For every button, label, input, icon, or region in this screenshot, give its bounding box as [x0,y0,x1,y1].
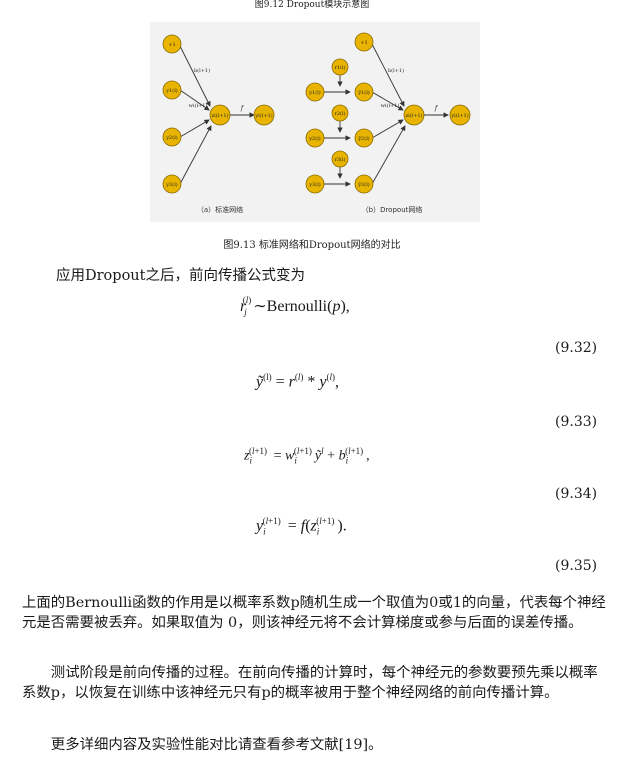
node-label: y2(l) [308,135,321,142]
figure-9-13-caption: 图9.13 标准网络和Dropout网络的对比 [223,240,401,251]
masked-node-b1 [354,82,374,102]
output-node-a [253,104,275,126]
equation-9-35: yi(l+1) = f(zi(l+1)). [256,516,347,537]
intro-sentence: 应用Dropout之后，前向传播公式变为 [56,268,305,284]
equation-number: (9.35) [555,558,598,574]
equation-number: (9.32) [555,340,598,356]
node-label: zi(l+1) [405,112,422,119]
weight-label: wi(l+1) [189,102,208,109]
masked-node-b2 [354,128,374,148]
paragraph-reference: 更多详细内容及实验性能对比请查看参考文献[19]。 [50,737,383,753]
node-label: ỹ1(l) [357,89,370,96]
node-label: +1 [360,40,367,46]
equation-9-32: rj(l)∼Bernoulli(p), [240,294,350,318]
weight-label: b(l+1) [194,67,210,74]
node-label: ỹ2(l) [357,135,370,142]
sum-node-a [209,104,231,126]
node-label: y1(l) [165,87,178,94]
input-node-b2 [305,128,325,148]
node-label: y1(l) [308,89,321,96]
node-label: y3(l) [165,181,178,188]
input-node-a2 [162,127,182,147]
input-node-b1 [305,82,325,102]
node-label: yi(l+1) [450,112,468,119]
equation-9-34: zi(l+1) = wi(l+1)ỹl + bi(l+1), [244,446,370,466]
figure-9-12-caption: 图9.12 Dropout模块示意图 [254,0,370,10]
node-label: r3(l) [334,156,345,163]
weight-label: b(l+1) [388,67,404,74]
activation-label: f [434,105,439,112]
bias-node-b [354,32,374,52]
r-node-b2 [331,104,349,122]
input-node-a3 [162,174,182,194]
equation-9-33: ỹ(l) = r(l) * y(l), [256,372,340,391]
node-label: ỹ3(l) [357,181,370,188]
equation-number: (9.34) [555,486,598,502]
node-label: y3(l) [308,181,321,188]
network-figure: +1 y1(l) y2(l) y3(l) zi(l+1) yi(l+1) b(l… [150,22,480,222]
node-label: r2(l) [334,110,345,117]
paragraph-test-phase: 测试阶段是前向传播的过程。在前向传播的计算时，每个神经元的参数要预先乘以概率系数… [22,665,598,701]
r-node-b1 [331,58,349,76]
output-node-b [449,104,471,126]
weight-label: wi(l+1) [381,102,400,109]
r-node-b3 [331,150,349,168]
network-diagram: +1 y1(l) y2(l) y3(l) zi(l+1) yi(l+1) b(l… [162,32,471,214]
bias-node-a [162,34,182,54]
masked-node-b3 [354,174,374,194]
equation-number: (9.33) [555,414,598,430]
node-label: y2(l) [165,134,178,141]
node-label: yi(l+1) [254,112,272,119]
input-node-b3 [305,174,325,194]
node-label: +1 [168,42,175,48]
subfigure-caption-b: （b）Dropout网络 [362,205,423,214]
paragraph-bernoulli: 上面的Bernoulli函数的作用是以概率系数p随机生成一个取值为0或1的向量，… [22,595,606,631]
sum-node-b [403,104,425,126]
node-label: zi(l+1) [211,112,228,119]
subfigure-caption-a: （a）标准网络 [197,205,243,214]
activation-label: f [240,105,245,112]
node-label: r1(l) [334,64,345,71]
input-node-a1 [162,80,182,100]
